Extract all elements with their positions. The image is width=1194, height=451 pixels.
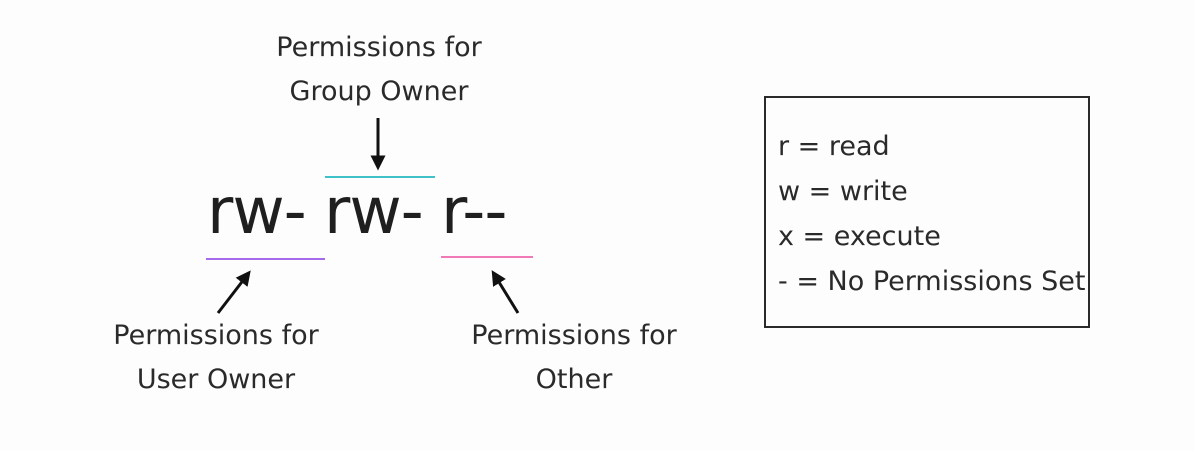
legend-item-read: r = read bbox=[778, 131, 890, 162]
other-underline bbox=[441, 256, 533, 258]
legend-item-none: - = No Permissions Set bbox=[778, 266, 1086, 297]
group-owner-underline bbox=[325, 176, 435, 178]
group-owner-caption: Permissions for Group Owner bbox=[276, 32, 482, 107]
group-owner-permissions: rw- bbox=[324, 175, 424, 249]
user-owner-caption: Permissions for User Owner bbox=[113, 320, 319, 395]
legend-list: r = read w = write x = execute - = No Pe… bbox=[778, 124, 1085, 304]
legend-item-write: w = write bbox=[778, 176, 908, 207]
other-caption: Permissions for Other bbox=[471, 320, 677, 395]
user-owner-arrow bbox=[216, 270, 251, 314]
user-owner-underline bbox=[206, 258, 325, 260]
other-permissions: r-- bbox=[441, 175, 507, 249]
user-owner-permissions: rw- bbox=[207, 175, 307, 249]
legend-item-execute: x = execute bbox=[778, 221, 941, 252]
other-arrow bbox=[491, 270, 520, 314]
legend-box: r = read w = write x = execute - = No Pe… bbox=[764, 96, 1090, 328]
